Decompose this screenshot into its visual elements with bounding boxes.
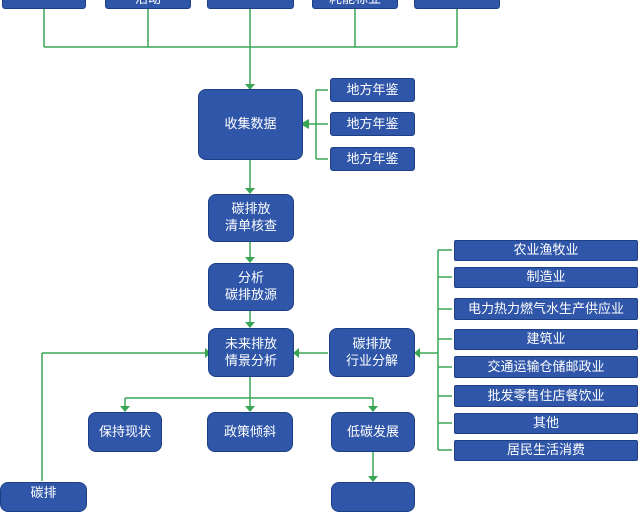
scenario-policy-tilt: 政策倾斜 xyxy=(207,412,293,452)
top-box-5 xyxy=(414,0,500,9)
sector-utilities: 电力热力燃气水生产供应业 xyxy=(454,298,638,320)
yearbook-box-3: 地方年鉴 xyxy=(330,147,415,171)
sector-transport: 交通运输仓储邮政业 xyxy=(454,356,638,378)
yearbook-box-2: 地方年鉴 xyxy=(330,112,415,136)
sector-decompose-box: 碳排放 行业分解 xyxy=(329,328,415,377)
connector-lines xyxy=(41,8,458,482)
bottom-right-box xyxy=(331,482,415,512)
yearbook-box-1: 地方年鉴 xyxy=(330,78,415,102)
top-box-1 xyxy=(2,0,86,9)
top-box-3 xyxy=(207,0,294,9)
bottom-left-box: 碳排 xyxy=(0,482,87,512)
sector-agriculture: 农业渔牧业 xyxy=(454,240,638,261)
sector-manufacturing: 制造业 xyxy=(454,267,638,288)
scenario-keep-status: 保持现状 xyxy=(88,412,162,452)
inventory-check-box: 碳排放 清单核查 xyxy=(208,194,294,242)
sector-other: 其他 xyxy=(454,413,638,434)
scenario-analysis-box: 未来排放 情景分析 xyxy=(208,328,294,377)
source-analysis-box: 分析 碳排放源 xyxy=(208,263,294,311)
scenario-low-carbon: 低碳发展 xyxy=(331,412,415,452)
sector-retail: 批发零售住店餐饮业 xyxy=(454,385,638,407)
sector-residential: 居民生活消费 xyxy=(454,440,638,461)
sector-construction: 建筑业 xyxy=(454,329,638,350)
top-box-energy: 耗能标业 xyxy=(312,0,398,9)
collect-data-box: 收集数据 xyxy=(198,89,303,160)
top-box-activity: 活动 xyxy=(105,0,191,9)
